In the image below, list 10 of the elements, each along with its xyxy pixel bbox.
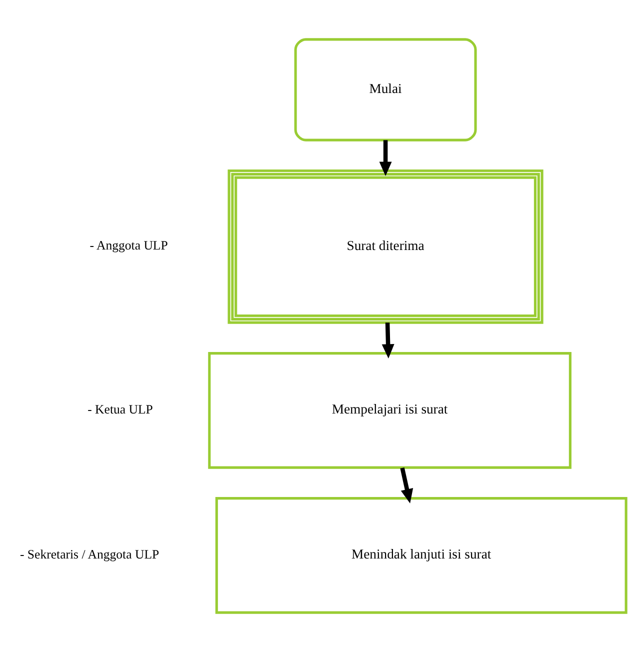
label: - Sekretaris / Anggota ULP — [20, 546, 160, 561]
node-box: Menindak lanjuti isi surat — [215, 496, 628, 614]
label: - Anggota ULP — [90, 238, 168, 252]
arrow — [379, 140, 392, 176]
arrow — [400, 466, 414, 503]
label: - Ketua ULP — [88, 402, 153, 416]
node-box: Mulai — [294, 38, 477, 141]
node-box: Mempelajari isi surat — [208, 352, 572, 468]
arrow — [382, 322, 394, 358]
node-box: Surat diterima — [228, 168, 544, 324]
